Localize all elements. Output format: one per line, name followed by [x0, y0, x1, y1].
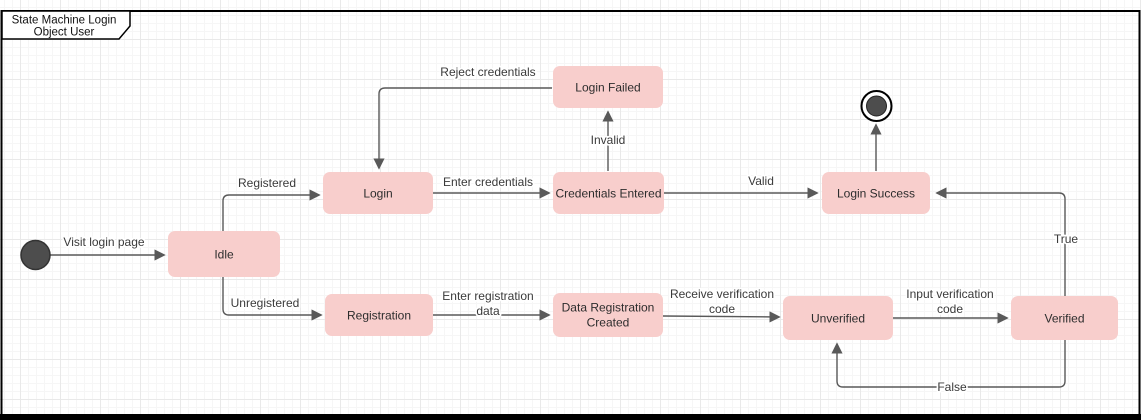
state-credentials-entered[interactable]: Credentials Entered [553, 172, 664, 214]
state-idle[interactable]: Idle [168, 231, 280, 277]
transition-enter-registration-label-line1: Enter registration [442, 289, 533, 303]
state-data-registration-created-shape [553, 293, 663, 337]
final-state-node[interactable] [860, 90, 893, 122]
frame-title-line2: Object User [34, 27, 95, 39]
transition-false-label: False [937, 380, 967, 394]
transition-registered-label: Registered [238, 176, 296, 190]
state-verified[interactable]: Verified [1011, 296, 1118, 340]
state-login-failed-shape [553, 66, 663, 108]
transition-receive-verification-label-line1: Receive verification [670, 287, 774, 301]
transition-visit-login-page-label: Visit login page [63, 235, 144, 249]
transition-enter-registration-label-line2: data [476, 304, 500, 318]
state-registration-shape [325, 294, 433, 336]
state-idle-label: Idle [214, 248, 234, 262]
state-login-success-label: Login Success [837, 187, 915, 201]
transition-labels-layer: Visit login page Registered Unregistered… [62, 63, 1081, 396]
state-login[interactable]: Login [323, 172, 433, 214]
state-login-failed[interactable]: Login Failed [553, 66, 663, 108]
transition-registered[interactable] [222, 189, 321, 231]
transition-true-label: True [1054, 232, 1079, 246]
state-login-label: Login [363, 187, 392, 201]
state-unverified[interactable]: Unverified [783, 296, 893, 340]
transition-enter-credentials-label: Enter credentials [443, 175, 533, 189]
transition-true[interactable] [935, 187, 1066, 296]
state-credentials-entered-shape [553, 172, 664, 214]
final-state-inner-dot [866, 95, 887, 117]
transitions-layer [50, 87, 1066, 388]
state-verified-shape [1011, 296, 1118, 340]
state-verified-label: Verified [1044, 312, 1084, 326]
state-data-registration-created[interactable]: Data Registration Created [553, 293, 663, 337]
state-unverified-shape [783, 296, 893, 340]
frame-bottom-border [0, 414, 1141, 420]
transition-receive-verification-code[interactable] [662, 311, 781, 323]
state-registration-label: Registration [347, 309, 411, 323]
transition-unregistered-label: Unregistered [231, 296, 300, 310]
state-idle-shape [168, 231, 280, 277]
transition-false[interactable] [831, 340, 1066, 388]
state-unverified-label: Unverified [811, 312, 865, 326]
frame-title-line1: State Machine Login [12, 15, 117, 27]
transition-input-verification-label-line2: code [937, 302, 963, 316]
transition-unregistered[interactable] [222, 277, 323, 321]
frame-title-pentagon[interactable] [1, 10, 131, 40]
state-credentials-entered-label: Credentials Entered [555, 187, 661, 201]
uml-frame: State Machine Login Object User [0, 10, 1141, 420]
state-login-shape [323, 172, 433, 214]
transition-receive-verification-label-line2: code [709, 302, 735, 316]
state-data-registration-created-label-line2: Created [587, 316, 630, 330]
transition-invalid-label: Invalid [591, 133, 626, 147]
state-login-failed-label: Login Failed [575, 81, 640, 95]
state-login-success[interactable]: Login Success [822, 172, 930, 214]
transition-input-verification-label-line1: Input verification [906, 287, 993, 301]
state-data-registration-created-label-line1: Data Registration [562, 301, 655, 315]
state-registration[interactable]: Registration [325, 294, 433, 336]
transition-reject-credentials-label: Reject credentials [440, 65, 535, 79]
state-login-success-shape [822, 172, 930, 214]
transition-reject-credentials[interactable] [373, 87, 552, 170]
transition-valid-label: Valid [748, 174, 774, 188]
initial-state-node[interactable] [20, 239, 51, 271]
